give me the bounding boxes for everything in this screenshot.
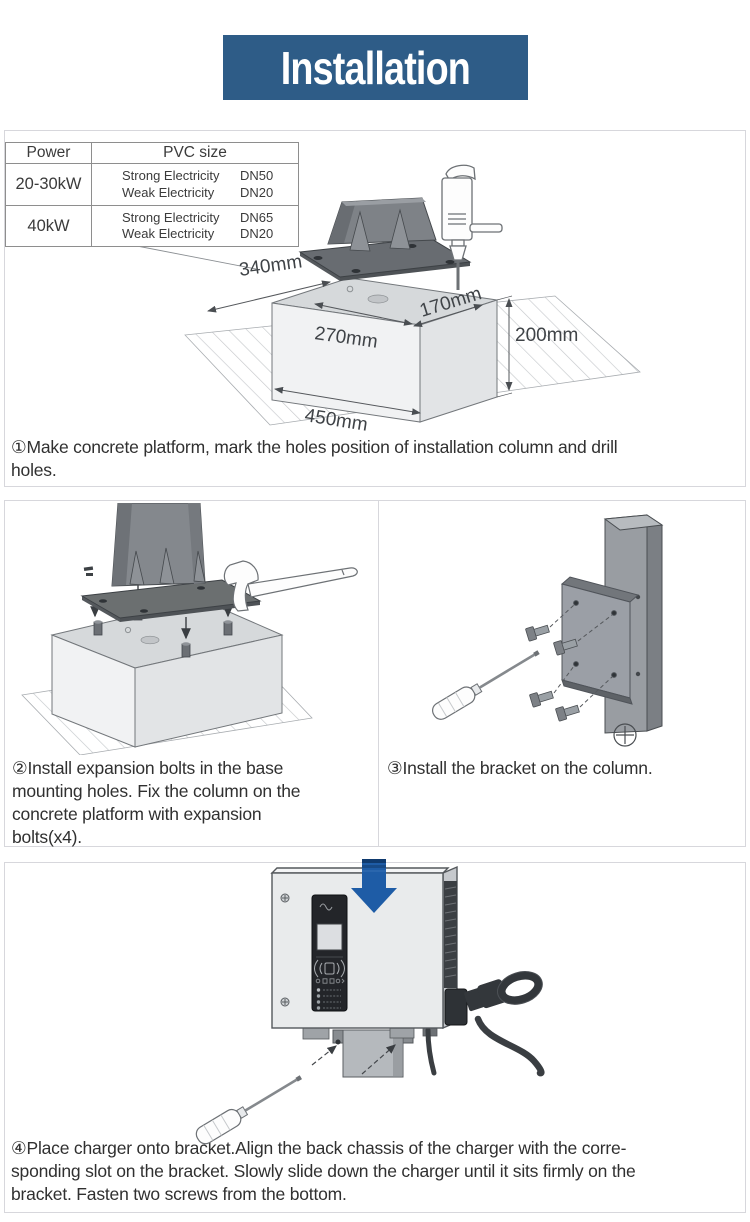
- column-shade: [393, 1031, 402, 1076]
- screw-leader-lines: [311, 1044, 396, 1075]
- status-led-rows: [316, 988, 341, 1010]
- table-cell-pvc-2: Strong Electricity DN65 Weak Electricity…: [92, 206, 298, 246]
- status-icon-row: [315, 978, 345, 984]
- table-line: Weak Electricity DN20: [122, 185, 298, 202]
- heat-sink: [444, 881, 457, 988]
- rfid-icon: [314, 959, 345, 978]
- bottom-screw: [335, 1039, 341, 1045]
- column-knockout: [613, 723, 637, 747]
- step4-text: ④Place charger onto bracket.Align the ba…: [11, 1138, 636, 1204]
- bracket-screws: [525, 624, 580, 722]
- charger-mounting-diagram: [195, 859, 545, 1145]
- dimension-lines: [207, 280, 513, 416]
- drop-cable: [425, 1027, 437, 1076]
- control-panel: [311, 894, 348, 1012]
- strong-electricity-value: DN50: [240, 168, 274, 183]
- hole-mark: [346, 285, 354, 293]
- screw-leader-lines: [549, 604, 613, 708]
- installation-column: [111, 503, 206, 587]
- weak-electricity-value: DN20: [240, 184, 274, 200]
- dim-label-340mm: 340mm: [238, 251, 304, 281]
- charging-gun: [444, 971, 543, 1026]
- drilled-hole-mark: [367, 294, 389, 304]
- column-base-plate: [80, 579, 262, 622]
- dim-label-200mm: 200mm: [515, 325, 578, 346]
- brand-logo: [319, 903, 333, 911]
- charger-box: [270, 865, 458, 1030]
- drill-illustration: [441, 164, 503, 290]
- table-cell-power-1: 20-30kW: [6, 164, 92, 206]
- strong-electricity-label: Strong Electricity: [122, 209, 220, 225]
- table-cell-power-2: 40kW: [6, 206, 92, 246]
- weak-electricity-label: Weak Electricity: [122, 184, 215, 200]
- strong-electricity-value: DN65: [240, 209, 274, 225]
- weak-electricity-label: Weak Electricity: [122, 226, 215, 241]
- hole-mark: [124, 626, 132, 634]
- bracket-on-column-diagram: [431, 514, 664, 747]
- panel-divider: [378, 501, 379, 846]
- hammer-illustration: [223, 560, 358, 612]
- table-header-power: Power: [6, 143, 92, 164]
- front-screws: [280, 893, 290, 1007]
- slide-down-arrow-icon: [351, 859, 397, 913]
- hole-mark: [140, 635, 160, 645]
- gun-cable: [474, 1015, 545, 1077]
- pvc-size-table: Power PVC size 20-30kW Strong Electricit…: [5, 142, 299, 247]
- table-line: Strong Electricity DN50: [122, 168, 298, 185]
- step2-text: ②Install expansion bolts in the base mou…: [12, 758, 301, 847]
- expansion-bolts-diagram: [21, 503, 358, 755]
- section-title-banner: Installation: [223, 35, 528, 100]
- step2-step3-panel: [4, 500, 746, 847]
- table-cell-pvc-1: Strong Electricity DN50 Weak Electricity…: [92, 164, 298, 206]
- step1-panel: [4, 130, 746, 487]
- table-line: Weak Electricity DN20: [122, 226, 298, 243]
- table-callout-line: [136, 245, 257, 270]
- concrete-platform-diagram: 340mm 270mm 170mm 200mm 450mm: [136, 164, 641, 436]
- step1-text: ①Make concrete platform, mark the holes …: [11, 437, 618, 480]
- screwdriver-illustration: [431, 650, 540, 720]
- strong-electricity-label: Strong Electricity: [122, 168, 220, 183]
- table-header-pvc-size: PVC size: [92, 143, 298, 164]
- weak-electricity-value: DN20: [240, 226, 274, 241]
- column-base-plate: [298, 197, 472, 281]
- loose-bolt: [83, 566, 94, 576]
- page-title: Installation: [280, 41, 471, 94]
- screwdriver-illustration: [195, 1075, 302, 1145]
- table-line: Strong Electricity DN65: [122, 210, 298, 227]
- display-screen: [316, 923, 343, 951]
- step3-text: ③Install the bracket on the column.: [387, 758, 653, 778]
